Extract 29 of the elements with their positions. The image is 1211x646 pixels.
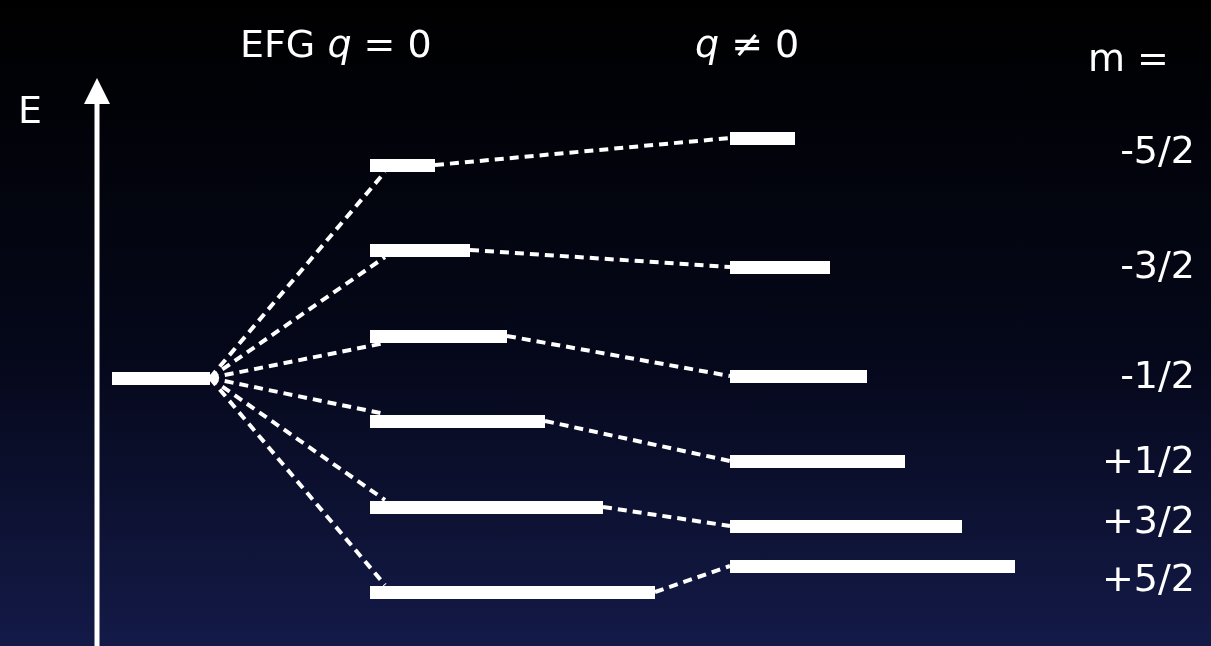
column-heading: q ≠ 0	[695, 22, 800, 66]
dashed-connector	[469, 248, 731, 269]
quantum-number-label: +1/2	[1102, 438, 1195, 482]
energy-level-bar	[730, 560, 1015, 573]
quantum-number-label: -3/2	[1120, 243, 1195, 287]
dashed-connector	[602, 505, 731, 528]
dashed-connector	[654, 564, 731, 594]
quantum-number-label: +5/2	[1102, 556, 1195, 600]
energy-level-bar	[730, 520, 962, 533]
axis-label: E	[18, 88, 42, 132]
quantum-number-label: -5/2	[1120, 128, 1195, 172]
energy-level-bar	[730, 132, 795, 145]
dashed-connector	[544, 419, 731, 463]
energy-level-bar	[112, 372, 210, 385]
energy-level-bar	[370, 244, 470, 257]
energy-level-bar	[370, 330, 507, 343]
dashed-connector	[434, 136, 731, 167]
column-heading: EFG q = 0	[240, 22, 432, 66]
energy-level-bar	[730, 455, 905, 468]
dashed-connector	[506, 334, 731, 378]
energy-level-bar	[370, 415, 545, 428]
energy-level-bar	[370, 501, 603, 514]
energy-level-bar	[370, 586, 655, 599]
energy-level-bar	[730, 370, 867, 383]
quantum-number-label: -1/2	[1120, 353, 1195, 397]
energy-level-bar	[730, 261, 830, 274]
energy-level-bar	[370, 159, 435, 172]
quantum-number-heading: m =	[1088, 36, 1169, 80]
quantum-number-label: +3/2	[1102, 498, 1195, 542]
